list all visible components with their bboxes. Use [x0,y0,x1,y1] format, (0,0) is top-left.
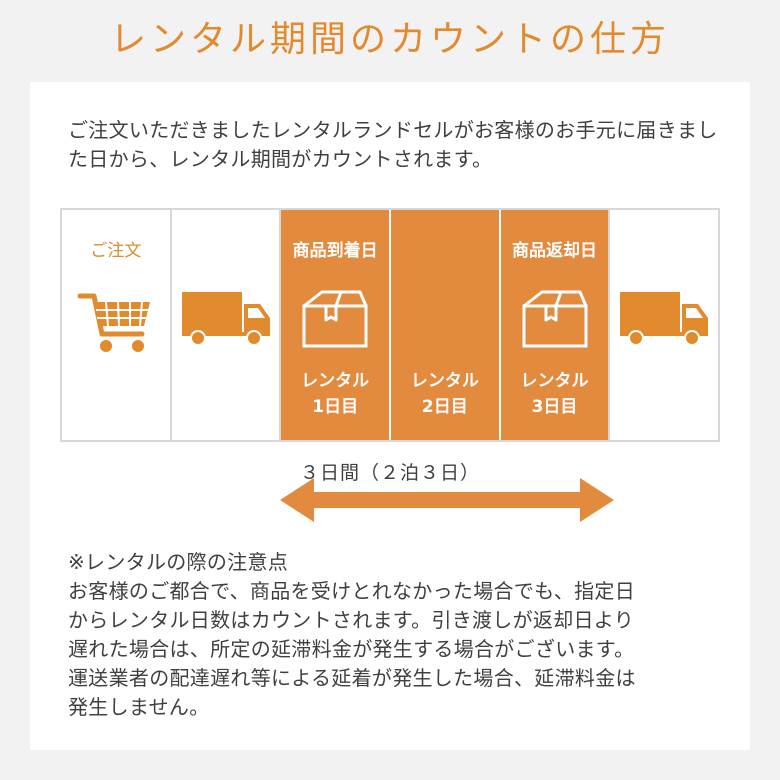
rental-day-label: レンタル 1日目 [281,368,389,420]
rental-day-number: 1日目 [312,397,359,417]
step-label: ご注文 [90,241,142,261]
page-title: レンタル期間のカウントの仕方 [109,19,670,60]
notes-line: お客様のご都合で、商品を受けとれなかった場合でも、指定日 [68,579,635,603]
delivery-truck-icon [610,288,718,352]
notes-heading: ※レンタルの際の注意点 [68,550,289,574]
package-box-icon [501,288,609,354]
double-arrow-icon [280,478,614,526]
notes-section: ※レンタルの際の注意点 お客様のご都合で、商品を受けとれなかった場合でも、指定日… [68,548,728,722]
notes-line: からレンタル日数はカウントされます。引き渡しが返却日より [68,608,634,632]
content-panel: ご注文いただきましたレンタルランドセルがお客様のお手元に届きました日から、レンタ… [30,82,750,750]
delivery-truck-icon [172,288,280,352]
notes-line: 発生しません。 [68,695,210,719]
timeline-step-arrival: 商品到着日 レンタル 1日目 [281,210,392,440]
rental-day-number: 3日目 [531,397,578,417]
rental-word: レンタル [410,371,479,391]
notes-line: 遅れた場合は、所定の延滞料金が発生する場合がございます。 [68,637,635,661]
rental-day-label: レンタル 2日目 [391,368,499,420]
timeline-step-return-shipping [610,210,718,440]
notes-line: 運送業者の配達遅れ等による延着が発生した場合、延滞料金は [68,666,636,690]
timeline-step-order: ご注文 [62,210,172,440]
shopping-cart-icon [62,288,170,362]
intro-text: ご注文いただきましたレンタルランドセルがお客様のお手元に届きました日から、レンタ… [68,118,718,171]
rental-day-number: 2日目 [421,397,468,417]
rental-period-label: ３日間（２泊３日） [299,462,480,484]
rental-timeline: ご注文 [60,208,720,442]
timeline-step-shipping [172,210,282,440]
rental-word: レンタル [520,371,589,391]
timeline-step-return: 商品返却日 レンタル 3日目 [500,210,611,440]
package-box-icon [281,288,389,354]
rental-day-label: レンタル 3日目 [501,368,609,420]
step-label: 商品到着日 [292,241,378,261]
rental-word: レンタル [301,371,370,391]
step-label: 商品返却日 [512,241,598,261]
timeline-step-day2: レンタル 2日目 [391,210,501,440]
